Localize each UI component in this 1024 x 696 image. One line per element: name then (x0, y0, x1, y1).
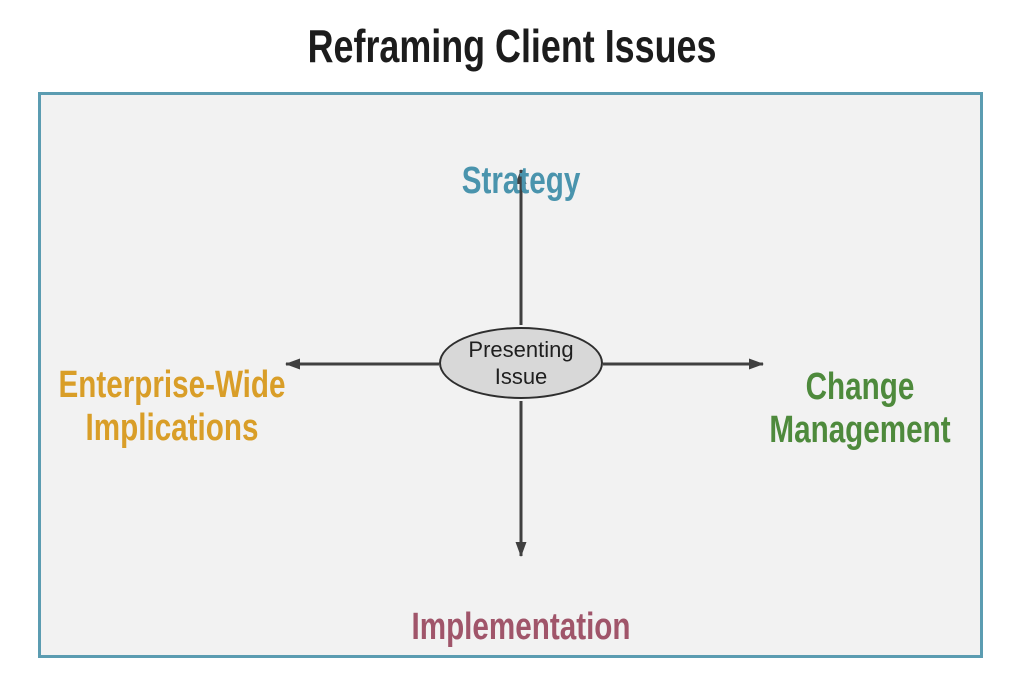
implementation-label-text: Implementation (411, 605, 631, 648)
change-management-label: Change Management (744, 322, 976, 453)
presenting-issue-label: Presenting Issue (468, 336, 574, 390)
enterprise-wide-implications-label: Enterprise-Wide Implications (26, 320, 317, 451)
strategy-label: Strategy (445, 116, 597, 203)
diagram-box: Strategy Change Management Implementatio… (38, 92, 983, 658)
enterprise-wide-implications-label-text: Enterprise-Wide Implications (58, 363, 286, 450)
implementation-label: Implementation (381, 562, 662, 649)
page-title-text: Reframing Client Issues (307, 20, 717, 72)
presenting-issue-ellipse: Presenting Issue (439, 327, 603, 399)
change-management-label-text: Change Management (769, 365, 951, 452)
arrows-svg (285, 169, 764, 557)
strategy-label-text: Strategy (461, 159, 581, 202)
page-title: Reframing Client Issues (0, 20, 1024, 72)
